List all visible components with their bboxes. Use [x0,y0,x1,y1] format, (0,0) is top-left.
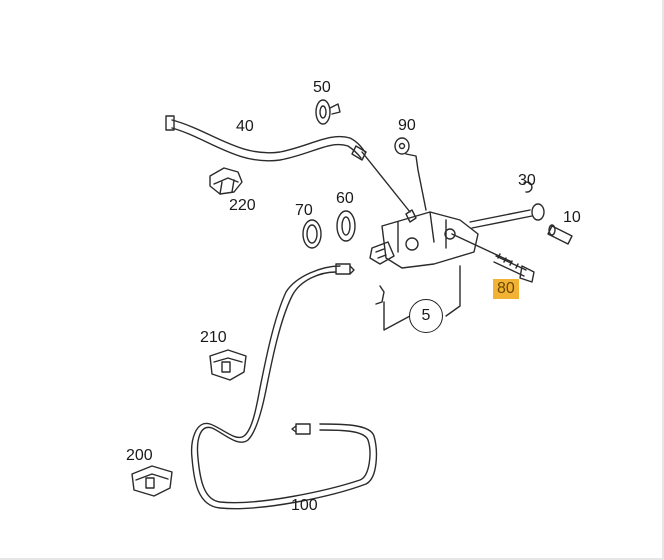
label-210: 210 [200,329,227,346]
label-80-highlighted[interactable]: 80 [493,279,519,299]
part-220-clip [209,167,243,195]
label-5-circle: 5 [409,299,443,333]
part-70-seal [302,219,322,249]
part-30-clip [523,181,533,193]
label-220: 220 [229,197,256,214]
label-90: 90 [398,117,416,134]
part-5-master-cylinder [361,151,479,305]
label-50: 50 [313,79,331,96]
label-100: 100 [291,497,318,514]
part-90-washer [394,137,427,211]
label-60: 60 [336,190,354,207]
part-40-hose [165,115,367,162]
label-10: 10 [563,209,581,226]
part-50-grommet [315,99,341,125]
label-200: 200 [126,447,153,464]
callout-5-bracket [383,265,461,331]
label-40: 40 [236,118,254,135]
part-80-bolt [451,233,535,283]
part-210-clamp [209,349,247,381]
label-70: 70 [295,202,313,219]
part-100-line [190,263,378,510]
part-10-pin [547,224,573,245]
part-60-seal [336,210,356,242]
pushrod [469,203,545,229]
label-30: 30 [518,172,536,189]
part-200-clamp [131,465,173,497]
